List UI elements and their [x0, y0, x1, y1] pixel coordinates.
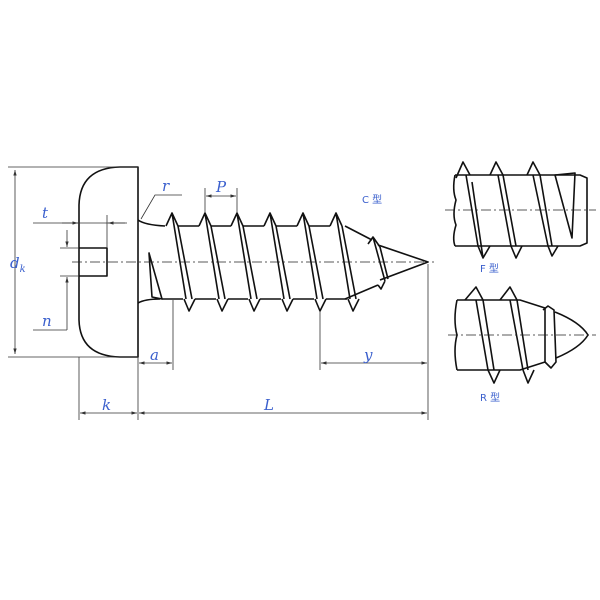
label-r: r — [162, 177, 170, 195]
dimensions — [8, 166, 429, 420]
r-leader — [140, 194, 182, 220]
label-t: t — [42, 204, 49, 222]
thread-profile — [162, 212, 389, 312]
label-p: P — [215, 178, 227, 196]
head-slot — [79, 247, 108, 277]
screw-head — [78, 166, 139, 358]
label-l: L — [263, 396, 274, 414]
label-y: y — [363, 346, 373, 364]
thread-start — [148, 252, 163, 300]
shank-outline — [137, 219, 429, 304]
label-a: a — [150, 346, 159, 364]
label-n: n — [42, 312, 52, 330]
threads — [162, 212, 389, 312]
c-type-screw — [72, 166, 434, 358]
label-f-type: F 型 — [480, 262, 499, 275]
label-dk: dk — [10, 254, 26, 275]
label-dk-main: d — [10, 254, 20, 272]
label-k: k — [102, 396, 111, 414]
r-type-screw — [448, 286, 596, 384]
label-dk-sub: k — [20, 264, 26, 275]
label-r-type: R 型 — [480, 391, 500, 404]
label-c-type: C 型 — [362, 193, 382, 206]
f-type-screw — [445, 161, 596, 259]
